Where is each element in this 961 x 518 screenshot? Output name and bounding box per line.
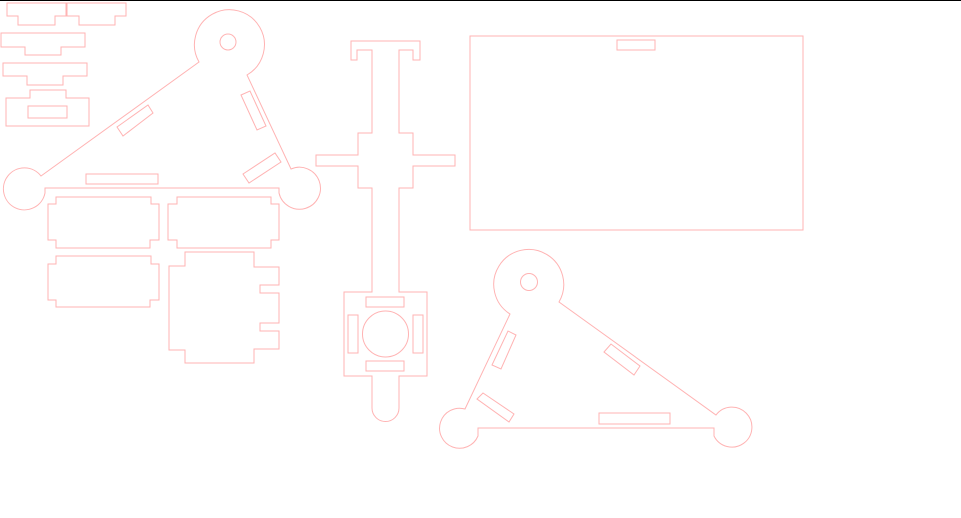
cut-outline — [2, 9, 321, 211]
cut-outline — [5, 89, 90, 127]
slot — [116, 104, 154, 137]
tab-piece-3 — [0, 32, 86, 56]
panel-1 — [47, 196, 160, 249]
slot — [365, 360, 405, 372]
cut-outline — [47, 196, 160, 249]
cut-outline — [66, 2, 127, 26]
slot — [27, 105, 68, 119]
center-hole — [362, 310, 409, 358]
triangle-frame-right — [439, 248, 753, 449]
slot — [491, 330, 517, 370]
cut-outline — [439, 248, 753, 449]
slotted-tab-piece — [5, 89, 90, 127]
triangle-frame-left — [2, 9, 321, 211]
cut-outline — [168, 251, 280, 364]
slot — [603, 343, 641, 376]
top-border — [0, 0, 961, 1]
slot — [412, 314, 424, 354]
slot — [598, 412, 671, 425]
cut-outline — [315, 40, 456, 422]
slot — [365, 296, 405, 308]
notched-panel — [168, 251, 280, 364]
panel-3 — [47, 255, 160, 308]
cut-outline — [0, 32, 86, 56]
tab-piece-1 — [6, 2, 67, 26]
tab-piece-2 — [66, 2, 127, 26]
cut-outline — [6, 2, 67, 26]
cut-outline — [167, 196, 280, 249]
slot — [242, 152, 282, 184]
rectangle-plate — [469, 35, 804, 231]
slot — [240, 90, 267, 131]
slot — [85, 173, 159, 185]
cut-outline — [469, 35, 804, 231]
cut-outline — [2, 62, 88, 86]
slot — [616, 39, 656, 51]
tab-piece-4 — [2, 62, 88, 86]
pivot-hole — [219, 33, 237, 51]
panel-2 — [167, 196, 280, 249]
pivot-hole — [520, 273, 538, 291]
cut-outline — [47, 255, 160, 308]
slot — [347, 314, 359, 354]
cross-arm — [315, 40, 456, 422]
slot — [476, 392, 515, 423]
